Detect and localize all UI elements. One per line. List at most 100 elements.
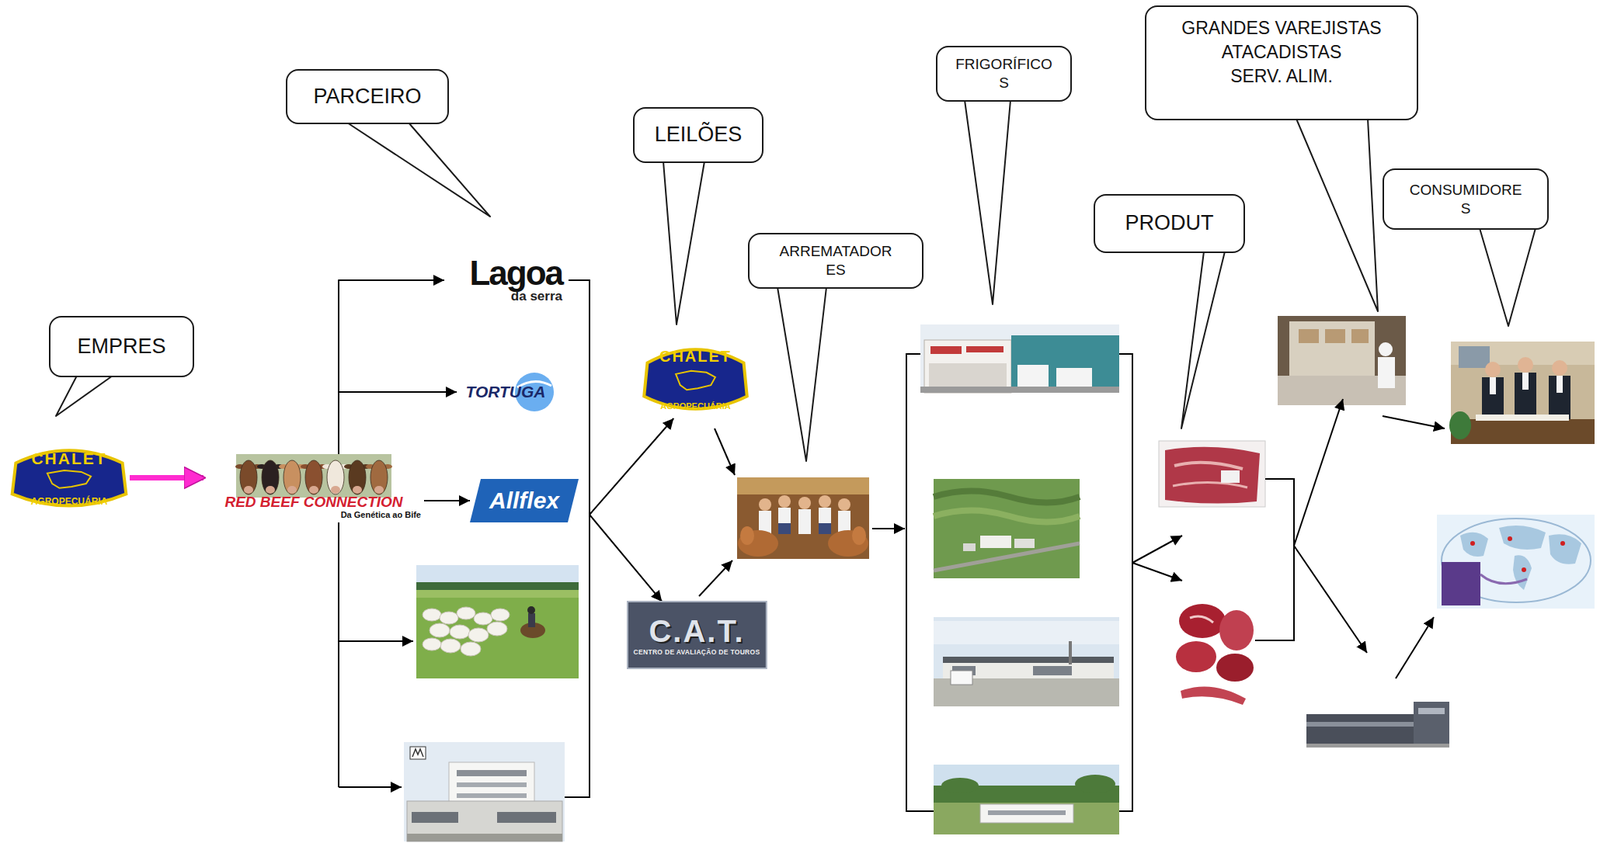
callout-bubble: GRANDES VAREJISTASATACADISTASSERV. ALIM.	[1144, 5, 1419, 121]
callout-tail	[347, 122, 491, 217]
slaughterhouse-photo	[1056, 368, 1093, 389]
slaughterhouse-photo	[1074, 775, 1116, 794]
beef-cut-photo	[1216, 653, 1254, 682]
node-text: RED BEEF CONNECTION	[224, 493, 403, 512]
bidders-photo	[778, 523, 791, 535]
callout-tail	[1296, 118, 1378, 312]
flow-line	[1395, 617, 1434, 679]
beef-cut-photo	[1174, 462, 1243, 470]
node-text: EMPRES	[76, 333, 166, 361]
logo-node: CHALETAGROPECUÁRIA	[640, 339, 751, 419]
slaughterhouse-photo	[924, 340, 1012, 394]
cattle-muzzle	[330, 486, 341, 494]
pasture-photo	[416, 582, 579, 591]
bidders-photo	[778, 495, 791, 508]
node-text: TORTUGA	[465, 382, 546, 403]
pasture-photo	[439, 612, 459, 625]
consumers-photo	[1449, 411, 1472, 440]
callout-tail	[964, 100, 1011, 305]
distribution-center-photo	[1306, 702, 1450, 748]
cattle-muzzle	[243, 486, 254, 494]
slaughterhouse-photo	[933, 621, 1120, 645]
export-map-photo	[1441, 562, 1481, 606]
retail-truck-photo	[1298, 329, 1319, 344]
flow-line	[1293, 399, 1343, 547]
distribution-center-photo	[1413, 702, 1450, 746]
node-text: PARCEIRO	[313, 83, 421, 111]
bidders-photo	[798, 509, 811, 535]
flow-line	[1293, 546, 1367, 654]
slaughterhouse-photo	[1068, 641, 1072, 665]
cattle-muzzle	[309, 486, 319, 494]
slaughterhouse-aerial-photo	[933, 543, 1080, 571]
slaughterhouse-aerial-photo	[933, 511, 1080, 523]
cattle-head	[235, 460, 393, 495]
beef-cut-photo	[1220, 470, 1240, 484]
bidders-photo	[740, 526, 755, 546]
logo-node: CHALETAGROPECUÁRIA	[8, 441, 130, 515]
pasture-photo	[422, 638, 442, 651]
bidders-photo	[778, 507, 791, 535]
building-photo	[497, 812, 557, 824]
cattle-head	[326, 460, 345, 495]
flow-arrow	[129, 475, 204, 481]
building-photo	[456, 782, 527, 788]
building-photo	[410, 747, 426, 760]
bidders-photo	[798, 497, 811, 510]
slaughterhouse-photo	[920, 324, 1120, 394]
bidders-photo	[818, 495, 832, 508]
pasture-photo	[486, 622, 508, 637]
beef-cut-photo	[1171, 601, 1256, 710]
consumers-photo	[1485, 357, 1568, 378]
callout-tail	[777, 287, 827, 462]
consumers-photo	[1517, 357, 1534, 373]
flow-line	[714, 428, 735, 476]
map-outline	[47, 470, 91, 489]
slaughterhouse-photo	[933, 617, 1120, 707]
bidders-photo	[737, 477, 870, 560]
cattle-head	[240, 460, 258, 495]
flow-line	[338, 786, 402, 789]
slaughterhouse-photo	[933, 765, 1120, 835]
cattle-muzzle	[287, 486, 297, 494]
cattle-strip	[236, 454, 392, 498]
callout-bubble: LEILÕES	[633, 107, 764, 164]
building-photo	[403, 742, 565, 842]
slaughterhouse-photo	[933, 765, 1120, 835]
slaughterhouse-photo	[987, 810, 1066, 816]
pasture-photo	[449, 625, 470, 640]
slaughterhouse-photo	[930, 346, 962, 355]
node-text: Da Genética ao Bife	[340, 510, 421, 521]
logo-node: Lagoada serra	[444, 253, 569, 308]
node-text: C.A.T.	[648, 614, 745, 649]
callout-bubble: FRIGORÍFICO S	[935, 45, 1072, 102]
retail-truck-photo	[1351, 329, 1369, 344]
map-outline	[675, 371, 716, 390]
node-text: ARREMATADOR ES	[779, 242, 893, 280]
slaughterhouse-aerial-photo	[963, 543, 976, 552]
slaughterhouse-photo	[1033, 666, 1072, 676]
flow-line	[1119, 354, 1133, 812]
beef-cut-photo	[1171, 601, 1256, 710]
slaughterhouse-photo	[928, 363, 1007, 387]
export-map-photo	[1507, 536, 1513, 542]
slaughterhouse-photo	[941, 778, 979, 794]
pasture-photo	[422, 608, 442, 622]
pasture-photo	[473, 612, 493, 626]
building-photo	[406, 801, 563, 842]
export-map-photo	[1521, 567, 1527, 573]
slaughterhouse-photo	[1017, 365, 1049, 389]
pasture-photo	[416, 565, 579, 679]
consumers-photo	[1489, 377, 1496, 395]
flow-line	[338, 640, 414, 643]
flow-arrow	[424, 500, 470, 502]
slaughterhouse-photo	[950, 671, 973, 686]
retail-truck-photo	[1277, 316, 1406, 406]
beef-cut-photo	[1158, 441, 1266, 508]
retail-truck-photo	[1277, 316, 1406, 406]
flow-arrow	[338, 280, 445, 455]
slaughterhouse-photo	[1011, 335, 1120, 394]
slaughterhouse-photo	[920, 386, 1120, 394]
export-map-photo	[1470, 536, 1566, 573]
